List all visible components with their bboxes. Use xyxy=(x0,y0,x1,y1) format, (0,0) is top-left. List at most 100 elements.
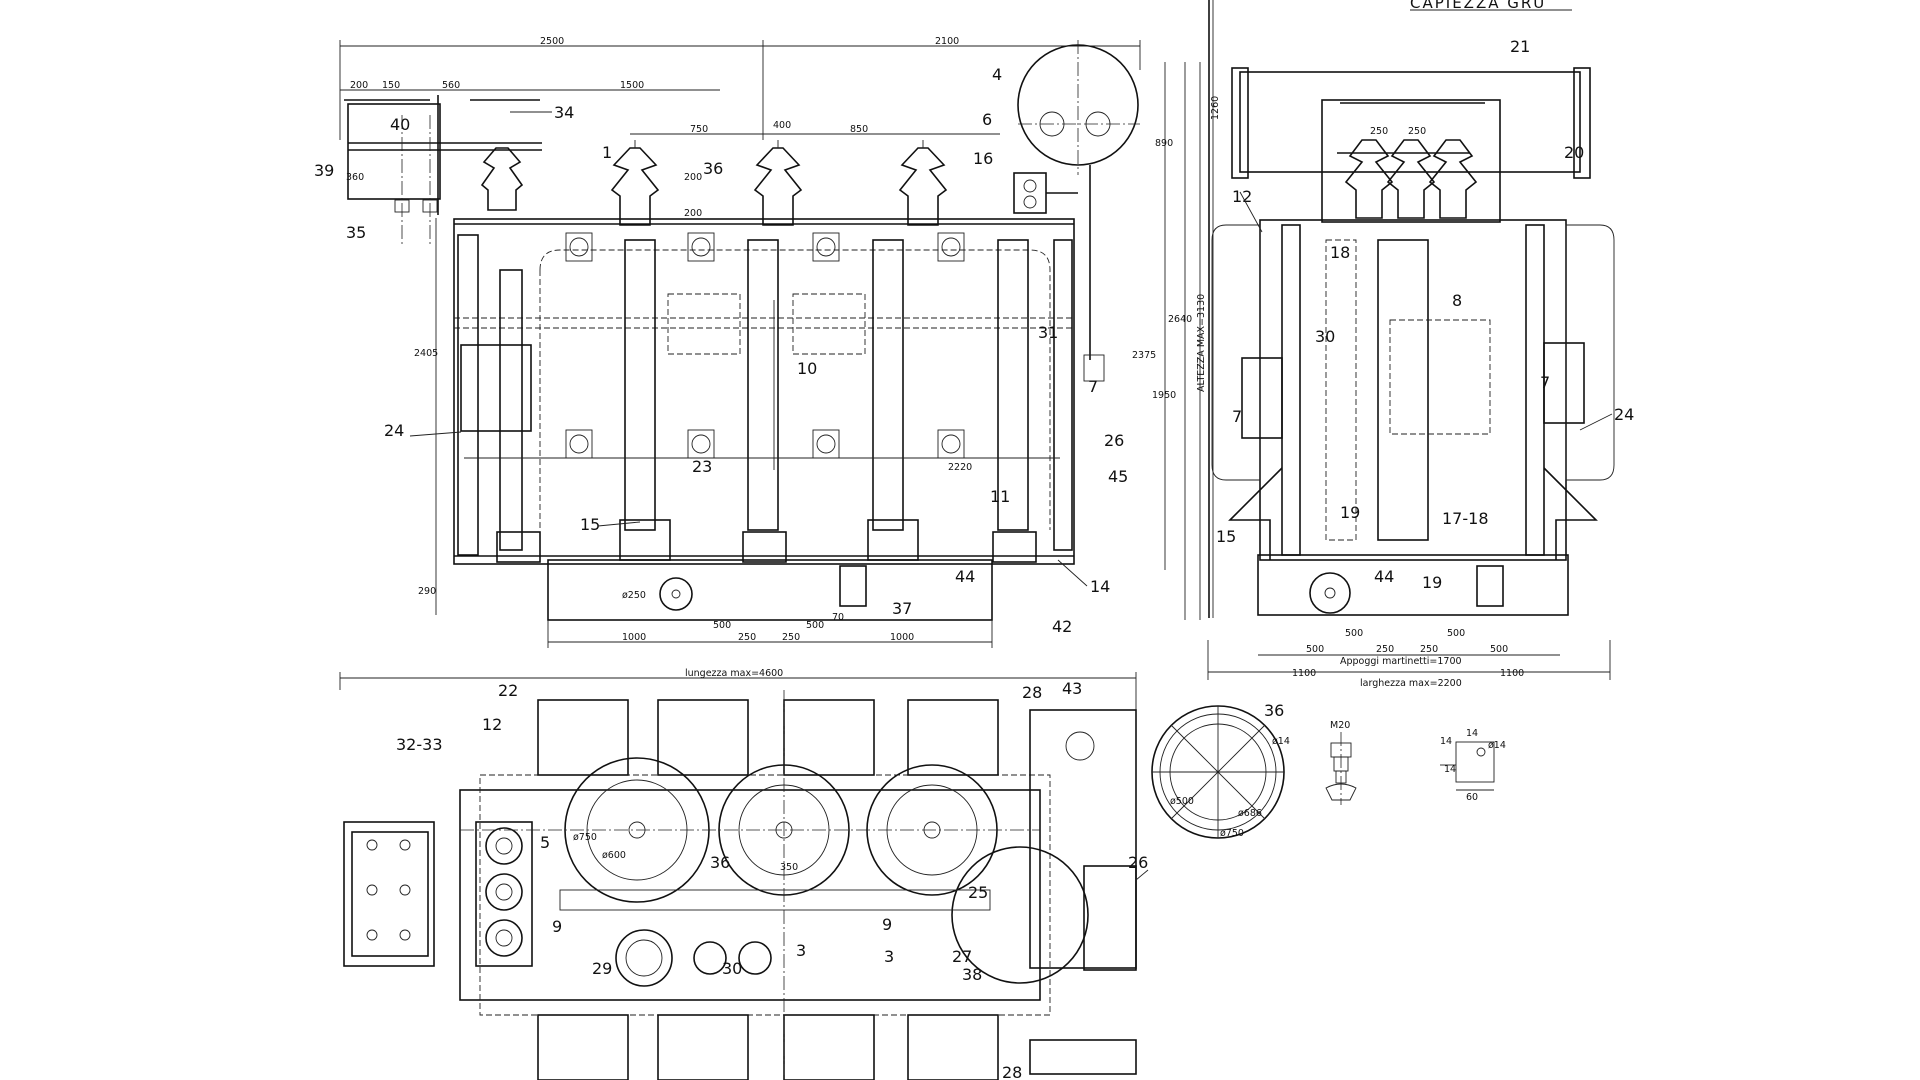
dim-bottom-500-a: 500 xyxy=(713,620,731,631)
plan-callout-43: 43 xyxy=(1062,679,1082,698)
dim-1260: 1260 xyxy=(1210,96,1221,120)
callout-14: 14 xyxy=(1090,577,1110,596)
side-dim-b-250-b: 250 xyxy=(1420,644,1438,655)
dim-bottom-500-b: 500 xyxy=(806,620,824,631)
side-callout-30: 30 xyxy=(1315,327,1335,346)
side-callout-19b: 19 xyxy=(1422,573,1442,592)
side-callout-8: 8 xyxy=(1452,291,1462,310)
plan-callout-27: 27 xyxy=(952,947,972,966)
wheel-diameter: ø250 xyxy=(622,590,646,601)
plan-view: lungezza max=4600 xyxy=(339,668,1148,1080)
callout-37: 37 xyxy=(892,599,912,618)
hv-bushings xyxy=(480,140,948,226)
side-callout-7a: 7 xyxy=(1232,407,1242,426)
max-height: ALTEZZA MAX=3130 xyxy=(1196,294,1207,392)
plan-callout-38: 38 xyxy=(962,965,982,984)
tank-fittings xyxy=(460,232,965,459)
max-length-label: lungezza max=4600 xyxy=(685,668,783,679)
callout-42: 42 xyxy=(1052,617,1072,636)
plan-callout-28a: 28 xyxy=(1022,683,1042,702)
detail-callout-36: 36 xyxy=(1264,701,1284,720)
callout-15: 15 xyxy=(580,515,600,534)
side-callout-19a: 19 xyxy=(1340,503,1360,522)
plan-callout-3b: 3 xyxy=(884,947,894,966)
plan-callout-22: 22 xyxy=(498,681,518,700)
side-dim-b-500-a: 500 xyxy=(1306,644,1324,655)
dim-200: 200 xyxy=(350,80,368,91)
callout-34: 34 xyxy=(554,103,574,122)
dim-200-a: 200 xyxy=(684,172,702,183)
callout-35: 35 xyxy=(346,223,366,242)
front-view-callouts: 1 4 6 16 36 34 40 39 35 10 31 7 26 45 24… xyxy=(314,65,1128,636)
radiators xyxy=(537,699,999,1080)
side-dim-b-500-c: 500 xyxy=(1447,628,1465,639)
dim-150: 150 xyxy=(382,80,400,91)
callout-7: 7 xyxy=(1088,377,1098,396)
plan-covers xyxy=(564,731,1095,987)
detail-36-flange: 36 ø14 ø500 ø686 ø750 xyxy=(1151,701,1290,839)
dim-890: 890 xyxy=(1155,138,1173,149)
max-width-label: larghezza max=2200 xyxy=(1360,678,1462,689)
dim-750: 750 xyxy=(690,124,708,135)
side-dim-b-500-b: 500 xyxy=(1345,628,1363,639)
side-dim-250-b: 250 xyxy=(1408,126,1426,137)
dim-2640: 2640 xyxy=(1168,314,1192,325)
bracket-detail: 14 14 14 ø14 60 xyxy=(1440,728,1506,803)
callout-45: 45 xyxy=(1108,467,1128,486)
callout-11: 11 xyxy=(990,487,1010,506)
plan-callout-12: 12 xyxy=(482,715,502,734)
callout-31: 31 xyxy=(1038,323,1058,342)
plan-callout-36: 36 xyxy=(710,853,730,872)
dim-bottom-250-a: 250 xyxy=(738,632,756,643)
side-dim-b-500-d: 500 xyxy=(1490,644,1508,655)
dim-2375: 2375 xyxy=(1132,350,1156,361)
dim-bottom-1000-b: 1000 xyxy=(890,632,914,643)
plan-callout-9a: 9 xyxy=(552,917,562,936)
plan-callout-30: 30 xyxy=(722,959,742,978)
dim-bottom-250-b: 250 xyxy=(782,632,800,643)
side-callout-7b: 7 xyxy=(1540,373,1550,392)
plan-callout-5: 5 xyxy=(540,833,550,852)
plan-callout-32-33: 32-33 xyxy=(396,735,443,754)
dim-290: 290 xyxy=(418,586,436,597)
side-dim-b-250-a: 250 xyxy=(1376,644,1394,655)
side-callout-15: 15 xyxy=(1216,527,1236,546)
title-block-text: CAPIEZZA GRU xyxy=(1410,0,1546,12)
bolt-label: M20 xyxy=(1330,720,1350,731)
dim-850: 850 xyxy=(850,124,868,135)
dim-400: 400 xyxy=(773,120,791,131)
side-callout-17-18: 17-18 xyxy=(1442,509,1489,528)
bracket-dim-o14: ø14 xyxy=(1488,740,1506,751)
side-callout-24: 24 xyxy=(1614,405,1634,424)
plan-callout-28b: 28 xyxy=(1002,1063,1022,1080)
front-view: 2500 2100 200 150 560 1500 750 400 850 xyxy=(314,36,1221,648)
callout-26: 26 xyxy=(1104,431,1124,450)
callout-1: 1 xyxy=(602,143,612,162)
dim-560: 560 xyxy=(442,80,460,91)
dim-200-b: 200 xyxy=(684,208,702,219)
plan-dim-750: ø750 xyxy=(573,832,597,843)
dim-70: 70 xyxy=(832,612,844,623)
title-block: CAPIEZZA GRU xyxy=(1208,0,1572,618)
bracket-dim-14b: 14 xyxy=(1466,728,1478,739)
plan-callout-3a: 3 xyxy=(796,941,806,960)
dim-1500: 1500 xyxy=(620,80,644,91)
dim-2500: 2500 xyxy=(540,36,564,47)
detail-dim-500: ø500 xyxy=(1170,796,1194,807)
plan-callout-26: 26 xyxy=(1128,853,1148,872)
bracket-dim-14c: 14 xyxy=(1444,764,1456,775)
conservator xyxy=(1013,40,1140,382)
side-view: 250 250 500 500 250 250 500 500 1100 xyxy=(1207,37,1634,689)
callout-6: 6 xyxy=(982,110,992,129)
callout-10: 10 xyxy=(797,359,817,378)
bolt-detail: M20 xyxy=(1325,720,1357,805)
side-callout-44: 44 xyxy=(1374,567,1394,586)
detail-dim-750: ø750 xyxy=(1220,828,1244,839)
callout-16: 16 xyxy=(973,149,993,168)
callout-36: 36 xyxy=(703,159,723,178)
dim-bottom-1000-a: 1000 xyxy=(622,632,646,643)
dim-360: 360 xyxy=(346,172,364,183)
tank-stiffeners xyxy=(457,234,1073,556)
side-dim-250-a: 250 xyxy=(1370,126,1388,137)
